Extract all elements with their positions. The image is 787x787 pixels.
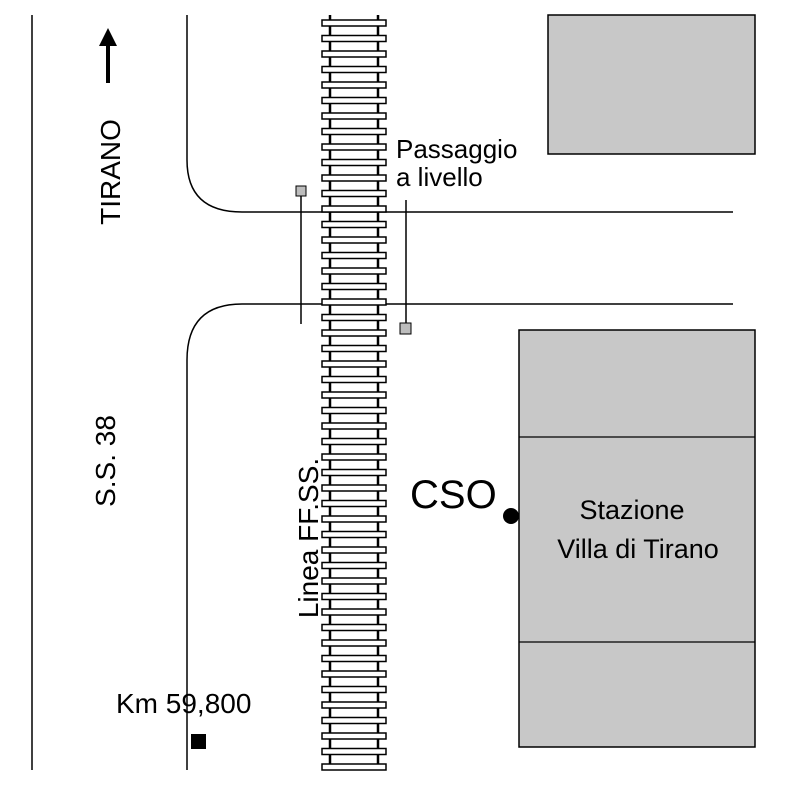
railway-sleeper bbox=[321, 205, 387, 213]
railway-sleeper bbox=[321, 143, 387, 151]
railway-sleeper bbox=[321, 608, 387, 616]
railway-track bbox=[321, 15, 387, 771]
railway-sleeper bbox=[321, 329, 387, 337]
railway-sleeper bbox=[321, 499, 387, 508]
railway-sleeper bbox=[321, 391, 387, 399]
railway-sleeper bbox=[321, 158, 387, 167]
railway-sleeper bbox=[321, 127, 387, 136]
railway-sleeper bbox=[321, 763, 387, 771]
railway-sleeper bbox=[321, 375, 387, 384]
station-label-line2: Villa di Tirano bbox=[557, 534, 719, 564]
railway-sleeper bbox=[321, 654, 387, 663]
railway-sleeper bbox=[321, 174, 387, 182]
railway-sleeper bbox=[321, 453, 387, 461]
direction-label: TIRANO bbox=[95, 119, 126, 225]
crossing-label-line2: a livello bbox=[396, 162, 483, 192]
railway-sleeper bbox=[321, 220, 387, 229]
railway-sleeper bbox=[321, 747, 387, 756]
railway-sleeper bbox=[321, 422, 387, 430]
square-marker-icon bbox=[191, 734, 206, 749]
dot-marker-icon bbox=[503, 508, 519, 524]
railway-sleeper bbox=[321, 313, 387, 322]
railway-sleeper bbox=[321, 685, 387, 694]
cso-label: CSO bbox=[410, 473, 497, 517]
railway-sleeper bbox=[321, 639, 387, 647]
station-label-line1: Stazione bbox=[579, 495, 684, 525]
railway-sleeper bbox=[321, 34, 387, 43]
railway-sleeper bbox=[321, 50, 387, 58]
crossing-label-line1: Passaggio bbox=[396, 134, 517, 164]
railway-sleepers bbox=[321, 19, 387, 771]
square-marker-icon bbox=[399, 322, 412, 335]
railway-sleeper bbox=[321, 515, 387, 523]
building-northeast bbox=[547, 14, 756, 155]
railway-sleeper bbox=[321, 267, 387, 275]
railway-sleeper bbox=[321, 298, 387, 306]
railway-sleeper bbox=[321, 360, 387, 368]
railway-sleeper bbox=[321, 561, 387, 570]
railway-sleeper bbox=[321, 236, 387, 244]
railway-sleeper bbox=[321, 65, 387, 74]
railway-sleeper bbox=[321, 468, 387, 477]
railway-sleeper bbox=[321, 732, 387, 740]
railway-sleeper bbox=[321, 701, 387, 709]
railway-sleeper bbox=[321, 344, 387, 353]
railway-sleeper bbox=[321, 530, 387, 539]
road-right-edge-south bbox=[186, 303, 733, 770]
railway-sleeper bbox=[321, 546, 387, 554]
railway-sleeper bbox=[321, 437, 387, 446]
railway-sleeper bbox=[321, 96, 387, 105]
railway-sleeper bbox=[321, 592, 387, 601]
railway-sleeper bbox=[321, 189, 387, 198]
road-label: S.S. 38 bbox=[90, 415, 121, 507]
km-marker-label: Km 59,800 bbox=[116, 688, 251, 719]
railway-label: Linea FF.SS. bbox=[293, 458, 324, 618]
railway-sleeper bbox=[321, 406, 387, 415]
railway-sleeper bbox=[321, 716, 387, 725]
railway-sleeper bbox=[321, 251, 387, 260]
railway-sleeper bbox=[321, 81, 387, 89]
railway-sleeper bbox=[321, 623, 387, 632]
arrow-up-icon bbox=[99, 28, 117, 83]
square-marker-icon bbox=[295, 185, 307, 197]
railway-sleeper bbox=[321, 577, 387, 585]
railway-sleeper bbox=[321, 112, 387, 120]
railway-sleeper bbox=[321, 670, 387, 678]
railway-sleeper bbox=[321, 484, 387, 492]
railway-sleeper bbox=[321, 19, 387, 27]
road-right-edge-north bbox=[186, 15, 733, 213]
station-building bbox=[518, 329, 756, 748]
railway-sleeper bbox=[321, 282, 387, 291]
